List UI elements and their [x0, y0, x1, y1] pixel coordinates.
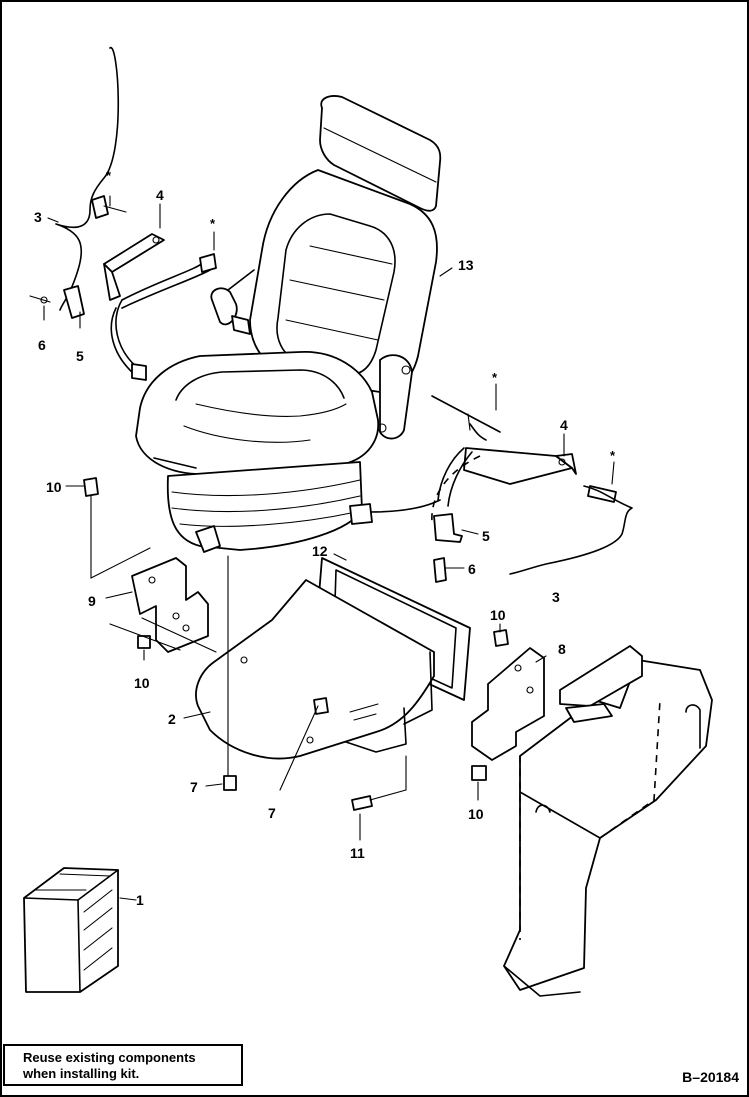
callout-11: 11	[350, 845, 365, 861]
callout-3-right: 3	[552, 589, 560, 605]
mounting-bracket	[131, 557, 209, 653]
callout-9: 9	[88, 593, 96, 609]
star-marker: *	[210, 216, 216, 231]
bolts-and-nuts	[83, 477, 509, 811]
callout-7-right: 7	[268, 805, 276, 821]
callout-3-left: 3	[34, 209, 42, 225]
seat-belt-right	[349, 395, 633, 583]
side-bracket	[471, 647, 545, 761]
star-marker: *	[610, 448, 616, 463]
callout-10-a: 10	[46, 479, 62, 495]
callout-10-d: 10	[468, 806, 484, 822]
callout-6-right: 6	[468, 561, 476, 577]
callout-10-b: 10	[134, 675, 150, 691]
figure-number: B–20184	[682, 1069, 739, 1085]
star-marker: *	[106, 168, 112, 183]
callout-13: 13	[458, 257, 474, 273]
note-text: Reuse existing components when installin…	[23, 1050, 196, 1081]
callout-5-left: 5	[76, 348, 84, 364]
seat-mounting-base	[195, 557, 471, 760]
kit-box	[23, 867, 119, 993]
star-marker: *	[492, 370, 498, 385]
callout-7-left: 7	[190, 779, 198, 795]
callout-4-right: 4	[560, 417, 568, 433]
seat-assembly	[135, 95, 442, 553]
callout-2: 2	[168, 711, 176, 727]
console-pedestal	[503, 645, 713, 997]
seat-belt-left	[29, 47, 255, 381]
installation-note: Reuse existing components when installin…	[3, 1044, 243, 1086]
callout-10-c: 10	[490, 607, 506, 623]
callout-5-right: 5	[482, 528, 490, 544]
callout-1: 1	[136, 892, 144, 908]
callout-leaders	[43, 195, 615, 901]
callout-12: 12	[312, 543, 328, 559]
callout-6-left: 6	[38, 337, 46, 353]
callout-8: 8	[558, 641, 566, 657]
callout-labels: 1 2 3 3 4 4 5 5 6 6 7 7 8 9 10 10 10 10 …	[34, 168, 616, 908]
callout-4-left: 4	[156, 187, 164, 203]
